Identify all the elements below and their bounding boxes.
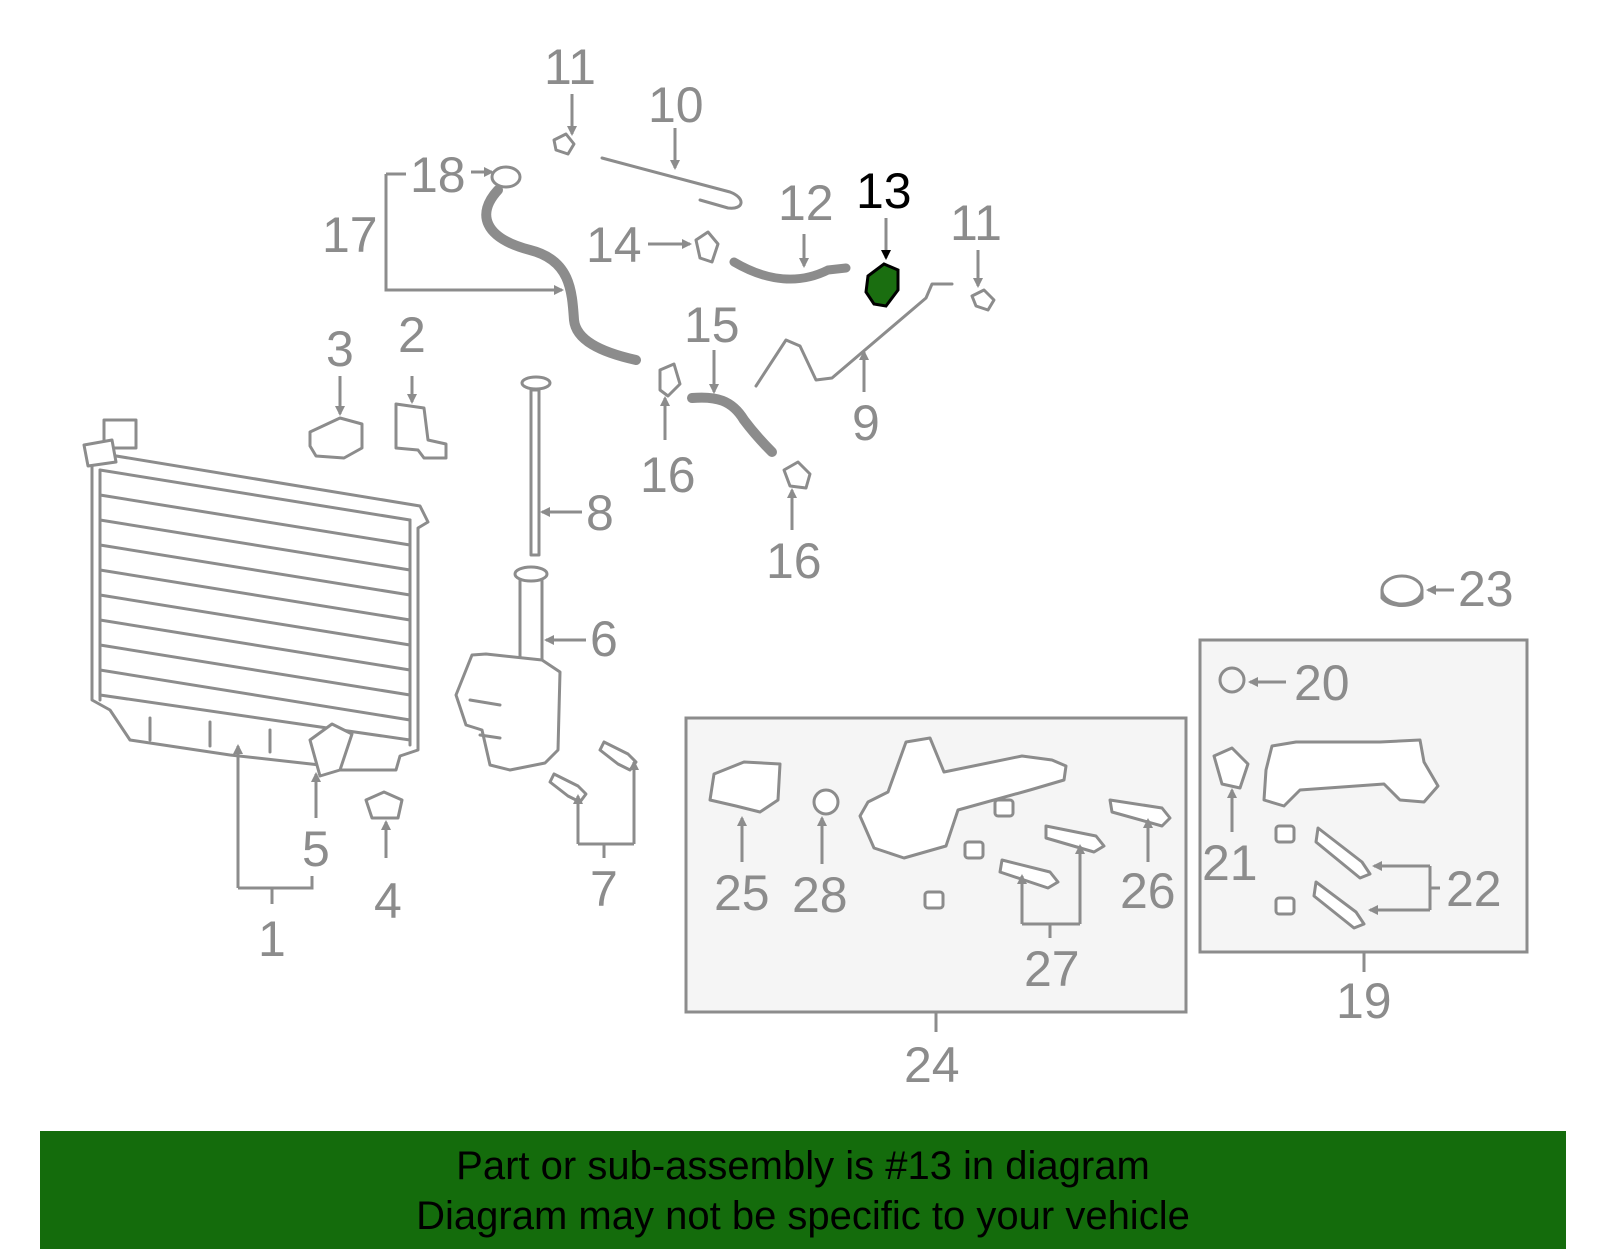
thermostat-part-28[interactable] xyxy=(812,788,840,816)
info-banner: Part or sub-assembly is #13 in diagram D… xyxy=(40,1131,1566,1249)
callout-16a: 16 xyxy=(640,447,696,503)
callout-16b: 16 xyxy=(766,533,822,589)
hose-part-10[interactable] xyxy=(600,156,743,210)
callout-5: 5 xyxy=(302,821,330,877)
callout-23: 23 xyxy=(1458,561,1514,617)
callout-26: 26 xyxy=(1120,863,1176,919)
callout-9: 9 xyxy=(852,395,880,451)
insulator-part-4[interactable] xyxy=(364,790,404,820)
pipe-part-9[interactable] xyxy=(754,282,954,388)
callout-14: 14 xyxy=(586,217,642,273)
clamp-part-16a[interactable] xyxy=(658,362,682,398)
gasket-part-25[interactable] xyxy=(708,760,782,814)
callout-19: 19 xyxy=(1336,973,1392,1029)
callout-11b: 11 xyxy=(950,195,1002,251)
insulator-part-3[interactable] xyxy=(308,416,364,460)
callout-18: 18 xyxy=(410,147,466,203)
callout-24: 24 xyxy=(904,1037,960,1093)
housing-part-19[interactable] xyxy=(1262,738,1440,808)
reservoir-part-6[interactable] xyxy=(454,565,562,772)
hose-part-15[interactable] xyxy=(687,392,777,457)
bolt-part-27[interactable] xyxy=(998,824,1106,890)
callout-27: 27 xyxy=(1024,941,1080,997)
bolt-part-7[interactable] xyxy=(548,740,638,804)
dipstick-part-8[interactable] xyxy=(520,375,552,557)
bolt-part-26[interactable] xyxy=(1108,798,1172,828)
callout-labels: 1 2 3 4 5 6 7 8 9 10 11 11 12 13 14 15 1… xyxy=(258,39,1514,1093)
callout-12: 12 xyxy=(778,175,834,231)
clamp-part-16b[interactable] xyxy=(782,460,812,490)
housing-part-24[interactable] xyxy=(858,736,1068,860)
banner-line-2: Diagram may not be specific to your vehi… xyxy=(416,1194,1190,1238)
radiator-part[interactable] xyxy=(82,418,430,778)
nut-parts-24 xyxy=(923,798,1015,910)
nut-parts-19 xyxy=(1274,824,1296,916)
callout-13: 13 xyxy=(856,163,912,219)
callout-10: 10 xyxy=(648,77,704,133)
callout-1: 1 xyxy=(258,911,286,967)
callout-8: 8 xyxy=(586,485,614,541)
callout-2: 2 xyxy=(398,307,426,363)
callout-3: 3 xyxy=(326,321,354,377)
gasket-part-21[interactable] xyxy=(1212,746,1250,790)
o-ring-part-20[interactable] xyxy=(1218,666,1246,694)
callout-21: 21 xyxy=(1202,835,1258,891)
callout-28: 28 xyxy=(792,867,848,923)
callout-6: 6 xyxy=(590,611,618,667)
cap-part-23[interactable] xyxy=(1380,574,1424,607)
callout-25: 25 xyxy=(714,865,770,921)
bolt-part-22[interactable] xyxy=(1312,826,1372,930)
callout-4: 4 xyxy=(374,873,402,929)
clamp-part-14[interactable] xyxy=(694,230,720,264)
leader-lines xyxy=(233,94,1454,1032)
callout-22: 22 xyxy=(1446,861,1502,917)
callout-15: 15 xyxy=(684,297,740,353)
callout-11a: 11 xyxy=(544,39,596,95)
callout-7: 7 xyxy=(590,861,618,917)
assembly-box-19 xyxy=(1198,638,1529,954)
hose-part-17[interactable] xyxy=(481,165,641,365)
bracket-part-2[interactable] xyxy=(394,402,448,460)
clamp-part-11b[interactable] xyxy=(970,288,996,312)
clamp-part-11a[interactable] xyxy=(552,132,576,156)
cap-part-13[interactable] xyxy=(864,262,900,308)
hose-part-12[interactable] xyxy=(729,257,851,284)
callout-20: 20 xyxy=(1294,655,1350,711)
banner-line-1: Part or sub-assembly is #13 in diagram xyxy=(456,1144,1150,1188)
callout-17: 17 xyxy=(322,207,378,263)
